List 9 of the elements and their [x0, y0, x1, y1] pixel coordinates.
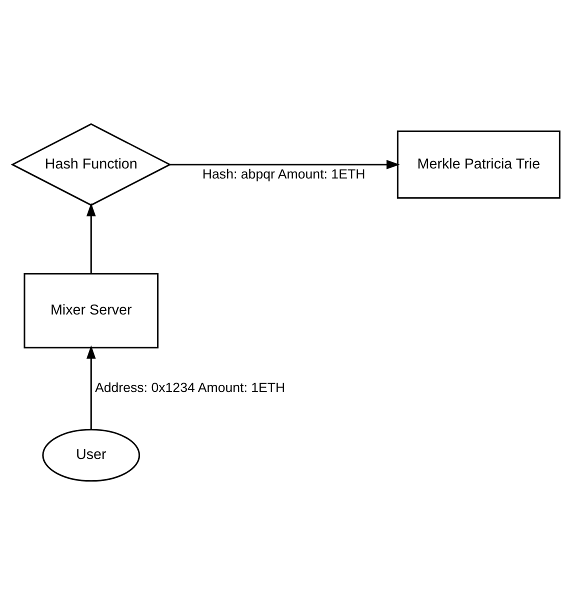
arrow: [86, 202, 96, 274]
node-diamond: Hash Function: [10, 123, 172, 206]
node-box: Mixer Server: [24, 273, 159, 348]
arrow: [170, 160, 400, 170]
node-ellipse: User: [42, 428, 140, 482]
edge-label: Hash: abpqr Amount: 1ETH: [202, 166, 366, 182]
arrow: [86, 345, 96, 430]
edge-label: Address: 0x1234 Amount: 1ETH: [94, 380, 286, 396]
node-box: Merkle Patricia Trie: [396, 130, 560, 199]
